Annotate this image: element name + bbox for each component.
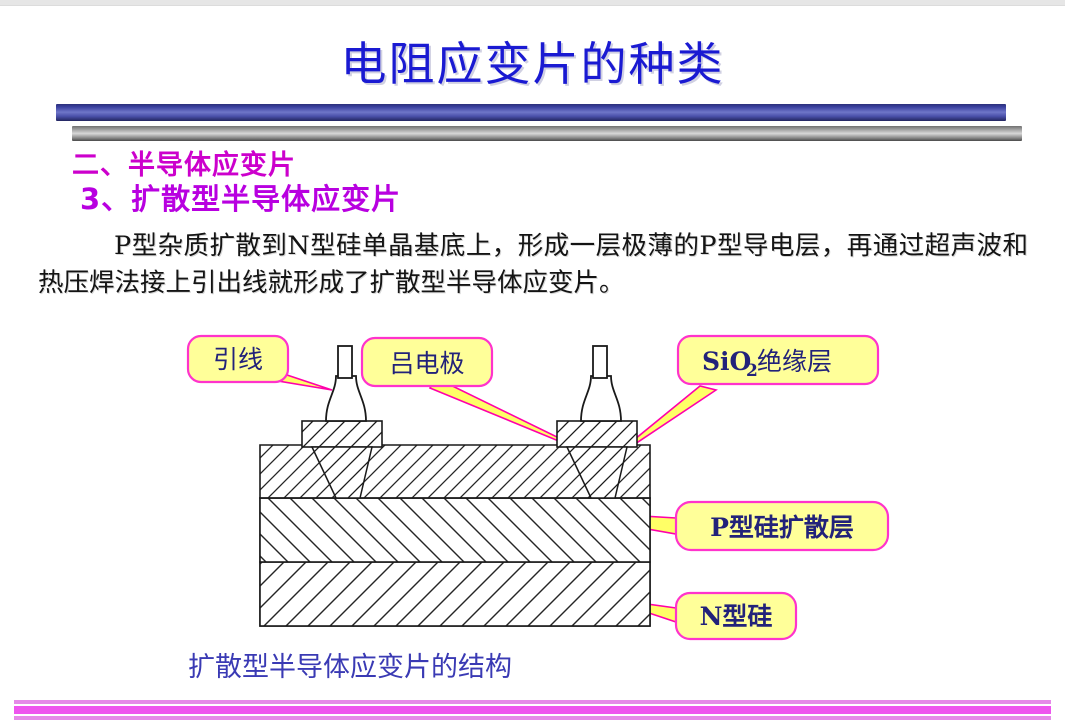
n-type-silicon-lower-band [259,561,651,627]
bottom-rule-middle [14,706,1051,714]
figure-caption: 扩散型半导体应变片的结构 [188,652,512,683]
callout-label-n-substrate: N型硅 [700,602,773,631]
lead-wire-left [325,345,367,422]
decorative-rule-gray [72,126,1022,141]
callout-label-electrode: 吕电极 [389,349,464,378]
body-paragraph: P型杂质扩散到N型硅单晶基底上，形成一层极薄的P型导电层，再通过超声波和热压焊法… [38,231,1028,298]
cross-section-diagram: 引线 吕电极 SiO 2 绝缘层 P型硅扩散层 N型硅 [0,318,1065,688]
callout-label-insulator-subscript: 2 [746,361,758,381]
top-gray-strip [0,0,1065,6]
diagram-svg: 引线 吕电极 SiO 2 绝缘层 P型硅扩散层 N型硅 [186,334,890,641]
lead-wire-right [580,345,622,422]
callout-lead-wire[interactable]: 引线 [186,334,290,384]
decorative-rule-blue [56,104,1006,121]
section-heading-two: 二、半导体应变片 [72,150,296,181]
callout-electrode[interactable]: 吕电极 [360,336,494,388]
electrode-block-left [301,420,383,499]
subsection-heading-three: 3、扩散型半导体应变片 [80,182,402,216]
page-title: 电阻应变片的种类 [340,37,725,91]
callout-label-lead-wire: 引线 [213,345,263,374]
callout-label-insulator-prefix: SiO [702,347,751,376]
callout-insulator[interactable]: SiO 2 绝缘层 [676,334,880,386]
callout-label-p-layer: P型硅扩散层 [710,513,854,542]
callout-p-layer[interactable]: P型硅扩散层 [674,500,890,552]
electrode-block-right [556,420,638,499]
bottom-rule-top [14,700,1051,704]
callout-n-substrate[interactable]: N型硅 [674,591,798,641]
p-type-diffusion-layer [259,497,651,563]
bottom-rule-bottom [14,716,1051,720]
callout-label-insulator-suffix: 绝缘层 [757,347,832,376]
